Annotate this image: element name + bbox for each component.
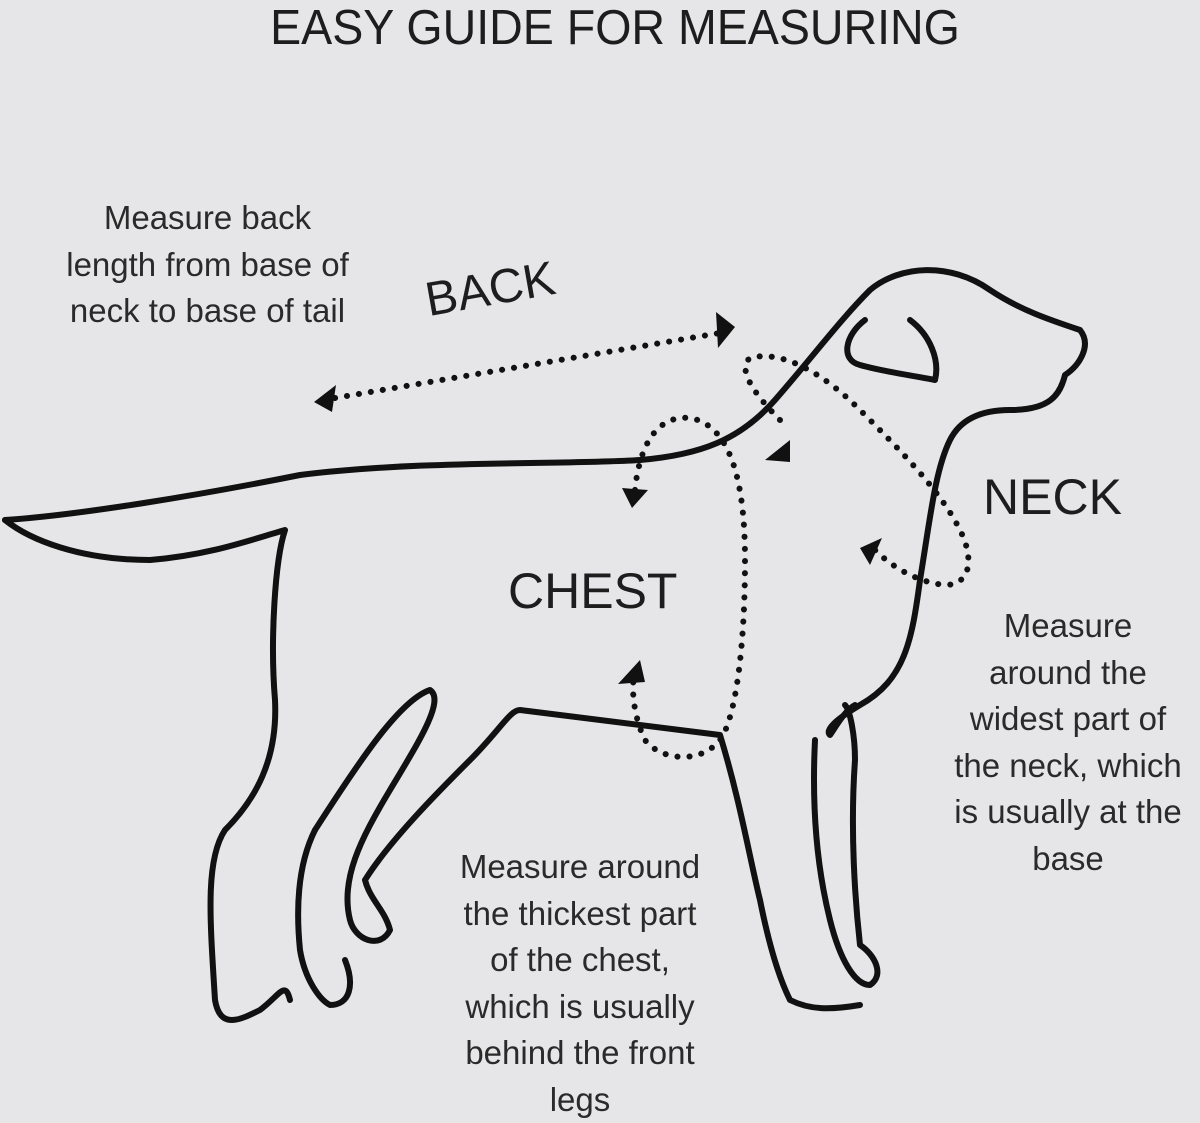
dog-body-outline [5, 270, 1085, 735]
neck-measure-loop [745, 356, 968, 585]
dog-tail-under [5, 520, 290, 1020]
back-measure-line [335, 333, 720, 398]
arrow-neck-bottom-icon [860, 538, 882, 565]
chest-description: Measure around the thickest part of the … [430, 844, 730, 1123]
back-description-line: neck to base of tail [20, 288, 395, 335]
chest-description-line: legs [430, 1077, 730, 1123]
chest-description-line: Measure around [430, 844, 730, 891]
chest-description-line: of the chest, [430, 937, 730, 984]
arrow-chest-bottom-icon [618, 660, 645, 684]
arrow-back-left-icon [314, 385, 336, 412]
back-description: Measure back length from base of neck to… [20, 195, 395, 335]
neck-description-line: around the [930, 650, 1200, 697]
chest-label: CHEST [508, 562, 677, 620]
neck-description-line: the neck, which [930, 743, 1200, 790]
back-description-line: Measure back [20, 195, 395, 242]
chest-description-line: the thickest part [430, 891, 730, 938]
back-description-line: length from base of [20, 242, 395, 289]
arrow-chest-top-icon [622, 488, 648, 508]
chest-description-line: behind the front [430, 1030, 730, 1077]
dog-hind-leg-back [298, 830, 350, 1005]
neck-description: Measure around the widest part of the ne… [930, 603, 1200, 882]
dog-ear [847, 320, 936, 380]
neck-description-line: base [930, 836, 1200, 883]
chest-description-line: which is usually [430, 984, 730, 1031]
neck-description-line: is usually at the [930, 789, 1200, 836]
arrow-back-right-icon [716, 312, 735, 348]
page-title: EASY GUIDE FOR MEASURING [31, 0, 1200, 56]
neck-label: NECK [983, 468, 1122, 526]
dog-front-leg [814, 705, 877, 985]
neck-description-line: Measure [930, 603, 1200, 650]
arrow-neck-top-icon [765, 440, 790, 462]
neck-description-line: widest part of [930, 696, 1200, 743]
